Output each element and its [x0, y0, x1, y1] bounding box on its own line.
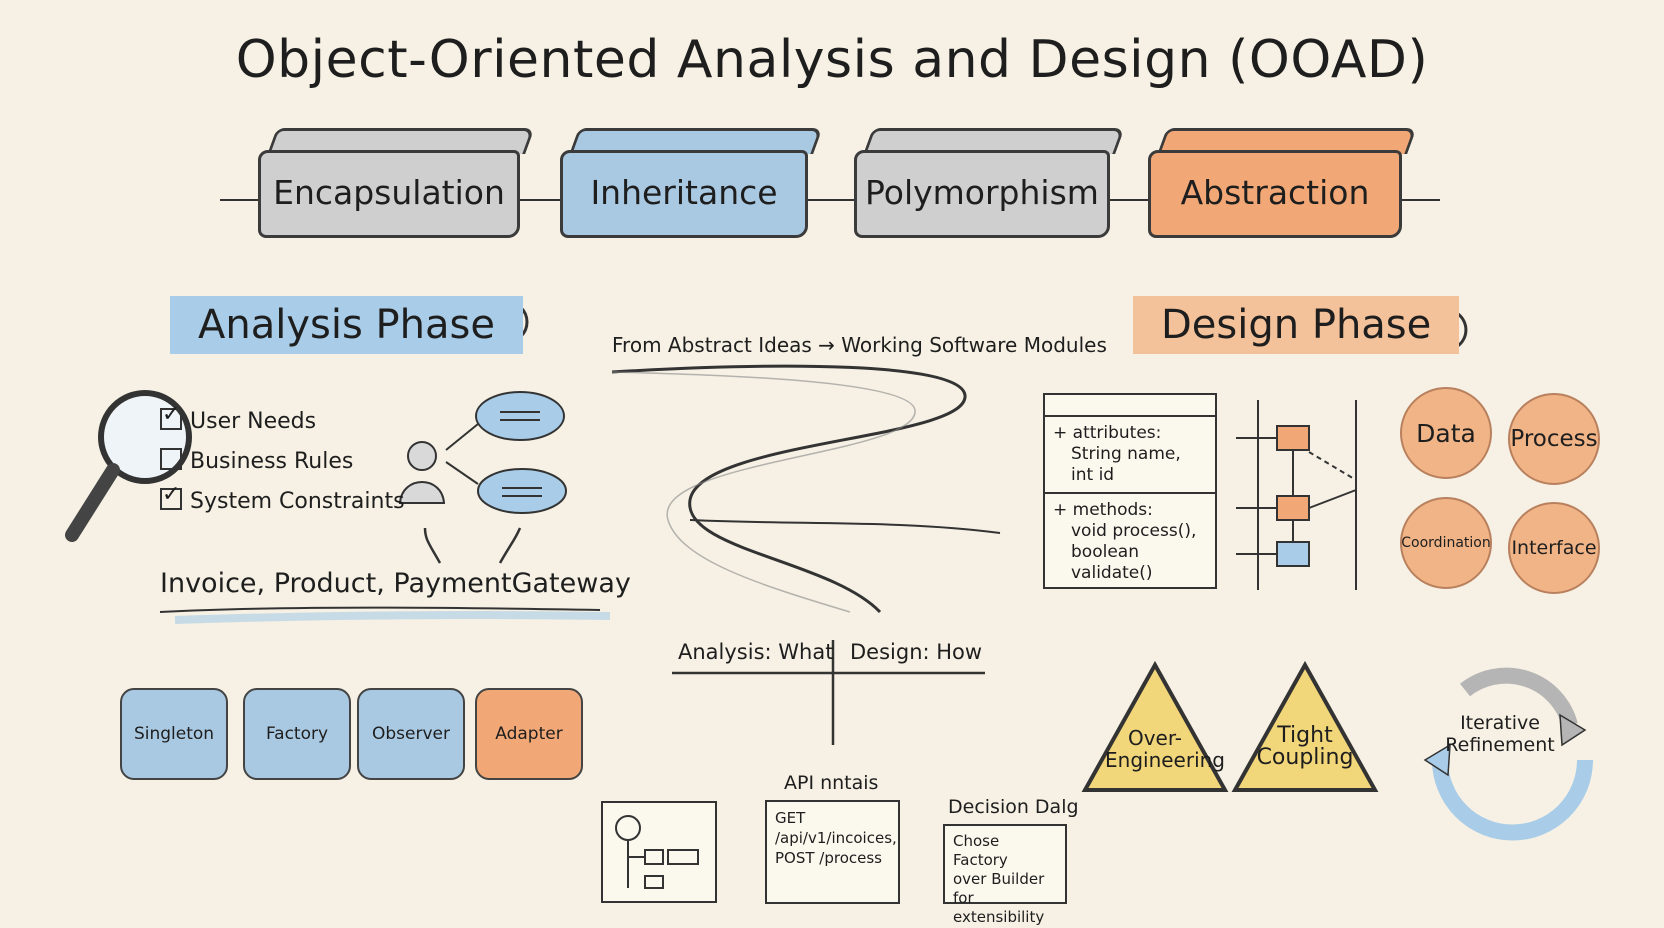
concern-process: Process [1508, 393, 1600, 485]
pattern-singleton: Singleton [120, 688, 228, 780]
analysis-phase-heading: Analysis Phase [170, 296, 523, 354]
checkbox-icon [160, 402, 182, 430]
api-notes-title: API nntais [784, 772, 879, 794]
design-phase-heading: Design Phase [1133, 296, 1460, 354]
check-item: Business Rules [160, 448, 353, 474]
diagram-title: Object-Oriented Analysis and Design (OOA… [235, 30, 1429, 90]
pillar-polymorphism: Polymorphism [854, 128, 1125, 238]
pattern-adapter: Adapter [475, 688, 583, 780]
risk-over-engineering: Over-Engineering [1105, 726, 1225, 772]
entity-list: Invoice, Product, PaymentGateway [160, 568, 631, 599]
warning-icon [1081, 660, 1229, 792]
pillar-inheritance: Inheritance [560, 128, 823, 238]
pattern-factory: Factory [243, 688, 351, 780]
concern-coordination: Coordination [1400, 497, 1492, 589]
decision-log-card: Chose Factory over Builder for extensibi… [943, 824, 1067, 926]
pillar-encapsulation: Encapsulation [258, 128, 535, 238]
check-item: System Constraints [160, 482, 405, 514]
checkbox-icon [160, 482, 182, 510]
pillar-abstraction: Abstraction [1148, 128, 1417, 238]
api-notes-card: GET /api/v1/incoices, POST /process [765, 800, 900, 904]
checkbox-icon [160, 448, 182, 470]
path-caption: From Abstract Ideas → Working Software M… [612, 333, 1107, 357]
uml-class-box: + attributes: String name, int id + meth… [1043, 393, 1217, 589]
cycle-icon [1460, 667, 1578, 728]
person-icon [407, 441, 437, 471]
check-item: User Needs [160, 402, 316, 434]
decision-log-title: Decision Dalg [948, 796, 1079, 818]
split-right-label: Design: How [850, 640, 983, 664]
concern-interface: Interface [1508, 502, 1600, 594]
concern-data: Data [1400, 387, 1492, 479]
speech-bubble-icon [475, 391, 565, 441]
split-left-label: Analysis: What [678, 640, 834, 664]
pattern-observer: Observer [357, 688, 465, 780]
